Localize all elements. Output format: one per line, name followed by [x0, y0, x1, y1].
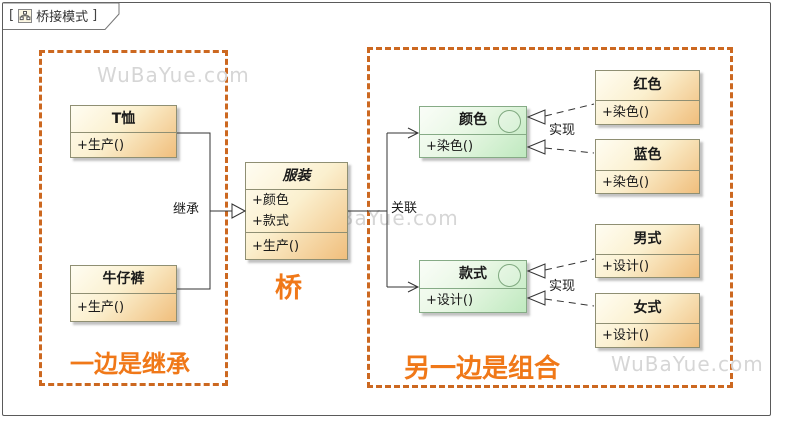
frame-tab: [ 桥接模式 ] [9, 7, 98, 25]
class-box-clothing[interactable]: 服装 +颜色 +款式 +生产() [245, 162, 348, 260]
watermark: WuBaYue.com [97, 63, 250, 87]
class-box-tshirt[interactable]: T恤 +生产() [70, 105, 177, 158]
class-box-color[interactable]: 颜色 +染色() [419, 106, 527, 158]
class-box-jeans[interactable]: 牛仔裤 +生产() [70, 265, 177, 322]
compartment-divider: +生产() [71, 132, 176, 158]
class-title: 女式 [633, 300, 662, 316]
realization-label-color: 实现 [549, 123, 576, 138]
class-operation: +设计() [602, 328, 650, 343]
class-operation: +生产() [252, 239, 300, 254]
class-title: 男式 [633, 231, 662, 247]
frame-bracket-right: ] [92, 8, 98, 23]
class-box-blue[interactable]: 蓝色 +染色() [595, 139, 700, 194]
caption-bridge: 桥 [275, 273, 302, 304]
class-operation: +染色() [602, 175, 650, 190]
caption-composition-side: 另一边是组合 [404, 354, 561, 384]
class-title: 蓝色 [633, 147, 662, 163]
class-title: 牛仔裤 [102, 271, 145, 287]
attributes-compartment: +颜色 +款式 [246, 189, 347, 232]
class-title: 颜色 [420, 107, 526, 134]
class-title: 款式 [420, 261, 526, 288]
frame-bracket-left: [ [9, 8, 15, 23]
compartment-divider: +设计() [420, 288, 526, 313]
class-box-female[interactable]: 女式 +设计() [595, 293, 700, 348]
diagram-icon [18, 8, 33, 23]
interface-circle-icon [498, 264, 521, 287]
class-title: 服装 [282, 168, 311, 184]
class-box-style[interactable]: 款式 +设计() [419, 260, 527, 313]
interface-circle-icon [498, 110, 521, 133]
caption-inheritance-side: 一边是继承 [70, 350, 190, 378]
class-box-male[interactable]: 男式 +设计() [595, 224, 700, 278]
composition-region [367, 47, 733, 388]
compartment-divider: +染色() [596, 170, 699, 194]
watermark: WuBaYue.com [611, 352, 764, 376]
inheritance-label: 继承 [173, 202, 200, 217]
class-operation: +设计() [426, 293, 474, 308]
class-title: 红色 [633, 77, 662, 93]
association-label: 关联 [391, 201, 418, 216]
compartment-divider: +生产() [71, 293, 176, 321]
class-operation: +染色() [602, 105, 650, 120]
class-operation: +生产() [77, 300, 125, 315]
inheritance-region [39, 50, 228, 386]
compartment-divider: +设计() [596, 323, 699, 348]
class-attribute: +颜色 [252, 193, 289, 208]
class-attribute: +款式 [252, 214, 289, 229]
operations-compartment: +生产() [246, 232, 347, 261]
class-box-red[interactable]: 红色 +染色() [595, 70, 700, 125]
class-title: T恤 [111, 111, 136, 127]
class-operation: +生产() [77, 138, 125, 153]
class-operation: +设计() [602, 259, 650, 274]
compartment-divider: +设计() [596, 254, 699, 278]
realization-label-style: 实现 [549, 279, 576, 294]
frame-title: 桥接模式 [36, 10, 89, 25]
compartment-divider: +染色() [420, 134, 526, 158]
compartment-divider: +染色() [596, 100, 699, 125]
class-operation: +染色() [426, 139, 474, 154]
